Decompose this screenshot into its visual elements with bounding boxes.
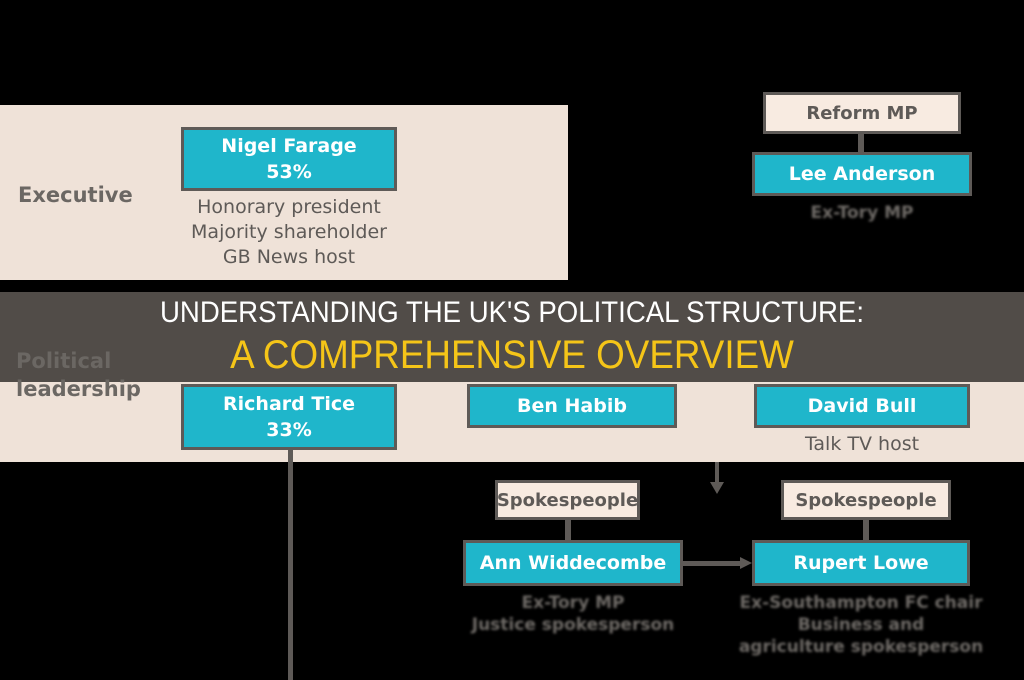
ann-widdecombe-note: Ex-Tory MP Justice spokesperson (463, 592, 683, 636)
nigel-name: Nigel Farage (221, 135, 357, 157)
rupert-lowe-note: Ex-Southampton FC chair Business and agr… (735, 592, 987, 658)
note-line: Justice spokesperson (471, 615, 675, 635)
box-richard-tice: Richard Tice 33% (181, 384, 397, 450)
box-nigel-farage: Nigel Farage 53% (181, 127, 397, 191)
title-line-2: A COMPREHENSIVE OVERVIEW (230, 333, 794, 377)
box-david-bull: David Bull (754, 384, 970, 428)
box-lee-anderson: Lee Anderson (752, 152, 972, 196)
label-spokespeople-left: Spokespeople (495, 480, 640, 520)
note-line: agriculture spokesperson (738, 637, 984, 657)
nigel-role: Honorary president (197, 196, 381, 218)
note-line: Ex-Southampton FC chair (739, 593, 983, 613)
connector-horizontal (683, 561, 743, 566)
david-bull-note: Talk TV host (804, 433, 920, 455)
connector (858, 134, 864, 152)
box-ben-habib: Ben Habib (467, 384, 677, 428)
box-ann-widdecombe: Ann Widdecombe (463, 540, 683, 586)
connector (565, 520, 571, 540)
nigel-roles: Honorary president Majority shareholder … (170, 195, 408, 270)
nigel-share: 53% (266, 161, 312, 183)
connector (863, 520, 869, 540)
arrow-right-icon (740, 557, 752, 569)
row-label-political: Political leadership (16, 349, 141, 401)
note-line: Business and (797, 615, 925, 635)
arrow-down-icon (710, 482, 724, 494)
tice-name: Richard Tice (223, 393, 355, 415)
title-line-1: UNDERSTANDING THE UK'S POLITICAL STRUCTU… (159, 296, 865, 329)
label-spokespeople-right: Spokespeople (781, 480, 951, 520)
row-label-executive: Executive (18, 183, 133, 207)
tice-share: 33% (266, 419, 312, 441)
note-line: Ex-Tory MP (521, 593, 625, 613)
title-overlay (0, 292, 1024, 382)
lee-anderson-note: Ex-Tory MP (810, 203, 914, 223)
connector-vertical (715, 462, 719, 485)
nigel-role: Majority shareholder (191, 221, 387, 243)
label-reform-mp: Reform MP (763, 92, 961, 134)
nigel-role: GB News host (222, 246, 356, 268)
connector-vertical (288, 450, 293, 680)
box-rupert-lowe: Rupert Lowe (752, 540, 970, 586)
